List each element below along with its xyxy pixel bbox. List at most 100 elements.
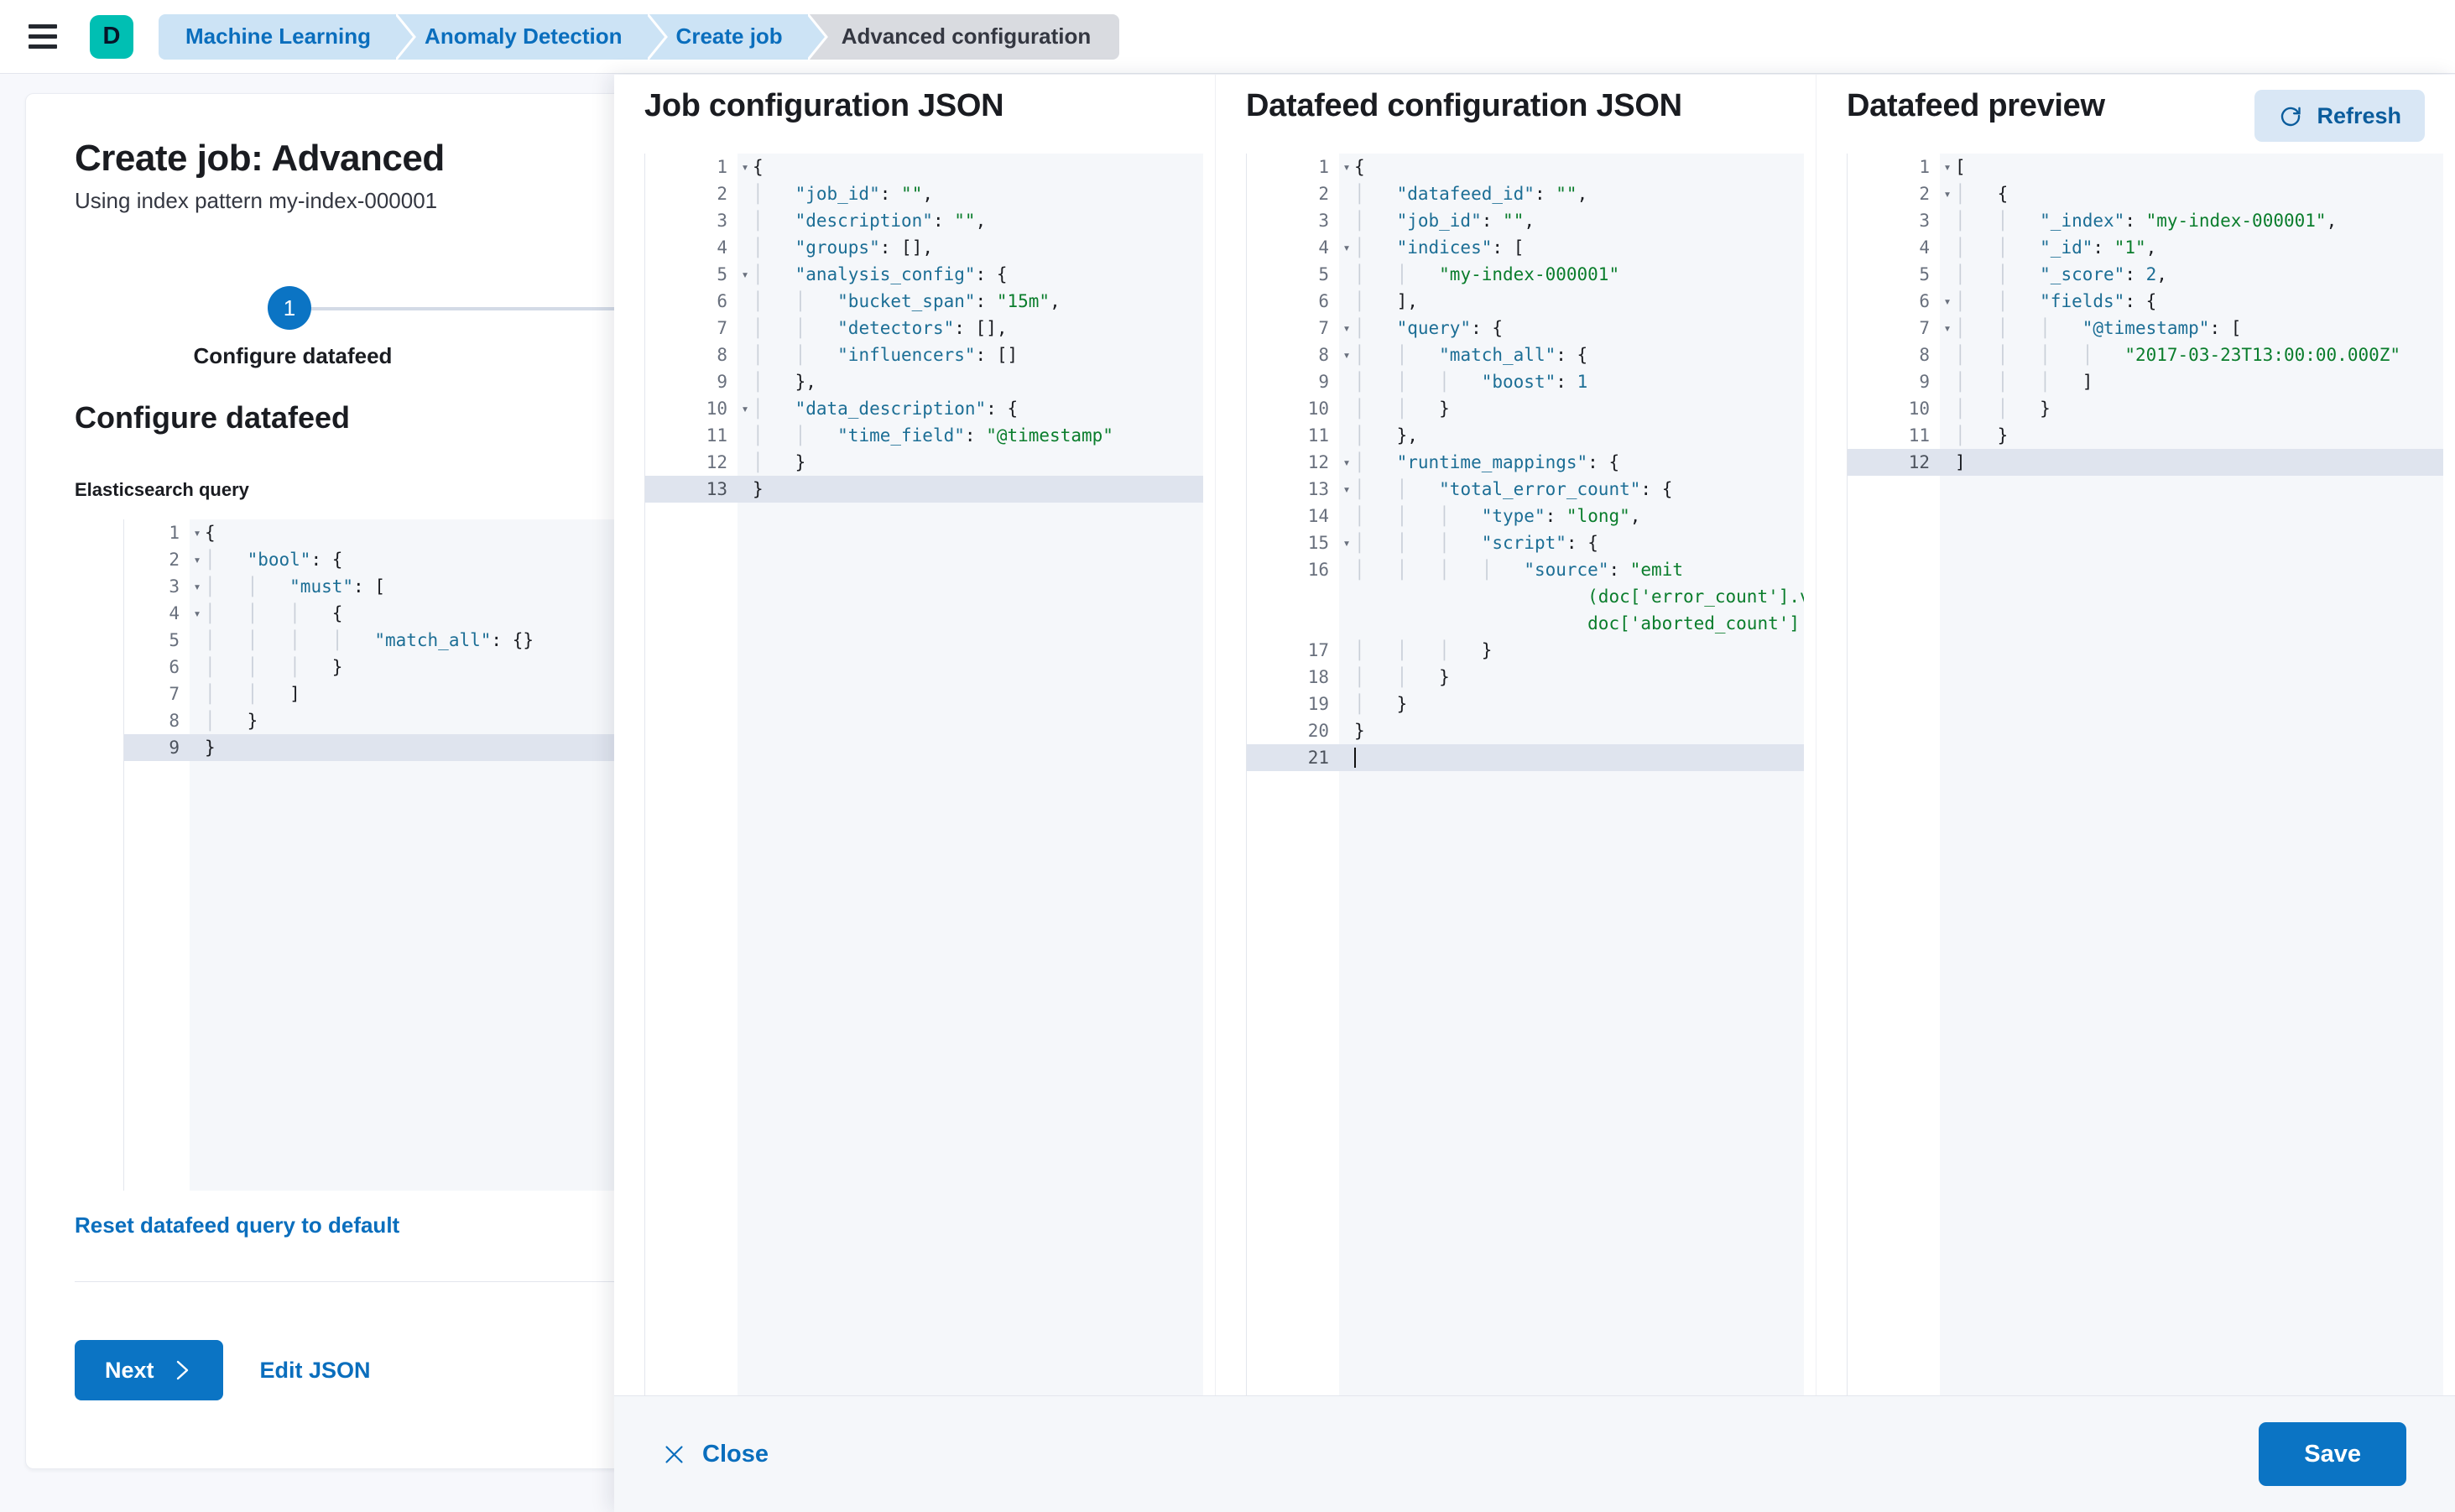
fold-arrow-icon[interactable]: ▾: [1943, 159, 1952, 175]
line-number: 11: [1908, 425, 1930, 446]
fold-arrow-icon[interactable]: ▾: [741, 267, 749, 282]
line-number: 7: [717, 318, 727, 338]
step-progress: 1 Configure datafeed: [75, 286, 638, 378]
line-number: 17: [1307, 640, 1329, 660]
indent-guide: │: [205, 550, 248, 570]
code-text: │ │ }: [1955, 399, 2051, 419]
datafeed-configuration-json-title: Datafeed configuration JSON: [1246, 88, 1682, 123]
fold-arrow-icon[interactable]: ▾: [193, 606, 201, 621]
code-line: 17│ │ │ }: [1247, 637, 1804, 664]
fold-arrow-icon[interactable]: ▾: [1342, 159, 1351, 175]
next-button[interactable]: Next: [75, 1340, 223, 1400]
code-text: [1339, 744, 1804, 771]
code-text: │ "job_id": "",: [753, 184, 933, 204]
editor-gutter: [1848, 154, 1940, 1395]
breadcrumb-chevron-icon: [396, 13, 419, 60]
breadcrumb-item-0[interactable]: Machine Learning: [159, 13, 419, 60]
fold-arrow-icon[interactable]: ▾: [741, 401, 749, 416]
edit-json-button[interactable]: Edit JSON: [259, 1357, 371, 1383]
indent-guide: │: [795, 345, 838, 365]
datafeed-preview-editor[interactable]: 1▾[2▾│ {3│ │ "_index": "my-index-000001"…: [1847, 154, 2443, 1395]
code-line: 12]: [1848, 449, 2443, 476]
code-text: │ │ "match_all": {: [1354, 345, 1588, 365]
fold-arrow-icon[interactable]: ▾: [1342, 455, 1351, 470]
page-subtitle: Using index pattern my-index-000001: [75, 188, 438, 213]
line-number: 11: [706, 425, 727, 446]
line-number: 7▾: [1247, 315, 1350, 342]
code-line: 16│ │ │ │ "source": "emit (doc['error_co…: [1247, 556, 1804, 637]
fold-arrow-icon[interactable]: ▾: [193, 552, 201, 567]
step-indicator-1[interactable]: 1: [268, 286, 311, 330]
line-number: 4: [1919, 237, 1930, 258]
indent-guide: │: [1396, 640, 1440, 660]
indent-guide: │: [2040, 372, 2082, 392]
code-line: 6│ │ │ }: [124, 654, 638, 680]
line-number: 1▾: [1848, 154, 1951, 180]
indent-guide: │: [1439, 533, 1482, 553]
breadcrumb-item-2[interactable]: Create job: [647, 13, 830, 60]
job-configuration-json-editor[interactable]: 1▾{2│ "job_id": "",3│ "description": "",…: [644, 154, 1203, 1395]
breadcrumb-item-3: Advanced configuration: [807, 13, 1120, 60]
create-job-card: Create job: Advanced Using index pattern…: [25, 93, 638, 1469]
indent-guide: │: [753, 425, 795, 446]
code-line: 4▾│ "indices": [: [1247, 234, 1804, 261]
refresh-button[interactable]: Refresh: [2254, 90, 2425, 142]
breadcrumb-item-1[interactable]: Anomaly Detection: [396, 13, 670, 60]
indent-guide: │: [1955, 237, 1998, 258]
indent-guide: │: [2040, 318, 2082, 338]
app-logo[interactable]: D: [90, 14, 133, 59]
code-text: │ │ │ ]: [1955, 372, 2093, 392]
code-line: 10│ │ }: [1247, 395, 1804, 422]
code-text: │ │ │ "@timestamp": [: [1955, 318, 2242, 338]
line-number: 21: [1307, 748, 1329, 768]
code-text: │ │ "time_field": "@timestamp": [753, 425, 1113, 446]
fold-arrow-icon[interactable]: ▾: [1943, 186, 1952, 201]
fold-arrow-icon[interactable]: ▾: [1342, 240, 1351, 255]
code-line: 8│ │ "influencers": []: [645, 342, 1203, 368]
code-line: 8│ │ │ │ "2017-03-23T13:00:00.000Z": [1848, 342, 2443, 368]
fold-arrow-icon[interactable]: ▾: [1943, 321, 1952, 336]
line-number: 4▾: [124, 600, 201, 627]
line-number: 2: [717, 184, 727, 204]
code-text: │ │ │ │ "source": "emit (doc['error_coun…: [1354, 560, 1804, 633]
indent-guide: │: [1481, 560, 1525, 580]
fold-arrow-icon[interactable]: ▾: [193, 579, 201, 594]
fold-arrow-icon[interactable]: ▾: [193, 525, 201, 540]
code-line: 3 │ "job_id": "",: [1247, 207, 1804, 234]
indent-guide: │: [205, 630, 248, 650]
background-page: Create job: Advanced Using index pattern…: [0, 75, 638, 1512]
fold-arrow-icon[interactable]: ▾: [741, 159, 749, 175]
top-navigation-bar: D Machine Learning Anomaly Detection Creat…: [0, 0, 2455, 74]
fold-arrow-icon[interactable]: ▾: [1342, 347, 1351, 362]
reset-datafeed-query-link[interactable]: Reset datafeed query to default: [75, 1212, 400, 1238]
breadcrumb-label: Anomaly Detection: [425, 23, 623, 49]
fold-arrow-icon[interactable]: ▾: [1342, 321, 1351, 336]
datafeed-configuration-json-editor[interactable]: 1▾{2│ "datafeed_id": "",3│ "job_id": "",…: [1246, 154, 1804, 1395]
code-line: 13▾│ │ "total_error_count": {: [1247, 476, 1804, 503]
indent-guide: │: [1354, 372, 1397, 392]
code-text: │ │ "_id": "1",: [1955, 237, 2157, 258]
elasticsearch-query-editor[interactable]: 1▾{2▾│ "bool": {3▾│ │ "must": [4▾│ │ │ {…: [123, 519, 638, 1191]
code-text: │ "analysis_config": {: [753, 264, 1008, 284]
fold-arrow-icon[interactable]: ▾: [1943, 294, 1952, 309]
code-line: 5│ │ "my-index-000001": [1247, 261, 1804, 288]
datafeed-preview-title: Datafeed preview: [1847, 88, 2105, 123]
fold-arrow-icon[interactable]: ▾: [1342, 535, 1351, 550]
column-header: Job configuration JSON: [614, 75, 1215, 154]
fold-arrow-icon[interactable]: ▾: [1342, 482, 1351, 497]
hamburger-menu-icon[interactable]: [29, 23, 62, 50]
line-number: 2: [1318, 184, 1329, 204]
line-number: 13: [706, 479, 727, 499]
save-button[interactable]: Save: [2259, 1422, 2406, 1486]
code-text: │ "job_id": "",: [1354, 211, 1535, 231]
line-number: 3: [1318, 211, 1329, 231]
breadcrumb-label: Machine Learning: [185, 23, 372, 49]
code-line: 7│ │ ]: [124, 680, 638, 707]
close-button[interactable]: Close: [663, 1441, 769, 1468]
indent-guide: │: [247, 576, 290, 597]
column-header: Datafeed configuration JSON: [1216, 75, 1816, 154]
code-text: │ │ }: [1354, 399, 1450, 419]
refresh-button-label: Refresh: [2317, 102, 2401, 128]
code-line: 15▾│ │ │ "script": {: [1247, 529, 1804, 556]
indent-guide: │: [753, 318, 795, 338]
